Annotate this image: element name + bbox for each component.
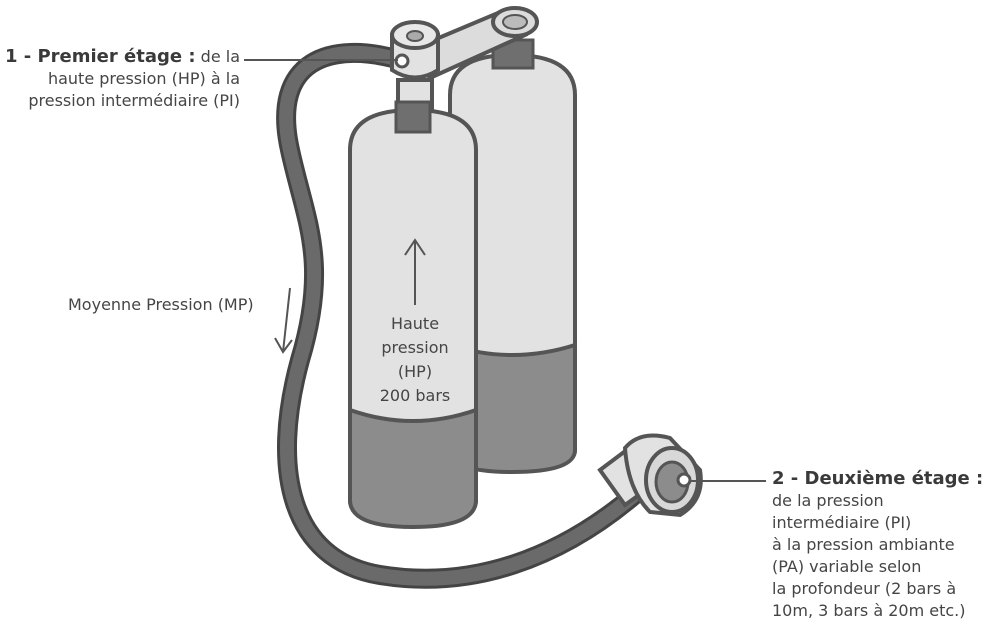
high-pressure-line3: (HP) — [397, 362, 433, 381]
second-stage-line6: 10m, 3 bars à 20m etc.) — [772, 601, 966, 620]
high-pressure-line4: 200 bars — [379, 386, 451, 405]
front-tank — [348, 100, 478, 530]
second-stage-line5: la profondeur (2 bars à — [772, 579, 957, 598]
high-pressure-line1: Haute — [390, 314, 440, 333]
second-stage-line4: (PA) variable selon — [772, 557, 922, 576]
high-pressure-line2: pression — [381, 338, 449, 357]
second-stage-line3: à la pression ambiante — [772, 535, 955, 554]
first-stage-line3: pression intermédiaire (PI) — [28, 91, 240, 110]
second-stage-label: 2 - Deuxième étage : de la pression inte… — [772, 468, 984, 622]
second-stage-title: 2 - Deuxième étage : — [772, 468, 984, 489]
second-stage-line1: de la pression — [772, 491, 884, 510]
up-arrow-icon — [404, 238, 426, 305]
first-stage-line2: haute pression (HP) à la — [47, 69, 240, 88]
first-stage-line1: de la — [200, 47, 240, 66]
first-stage-regulator — [390, 6, 539, 112]
first-stage-title: 1 - Premier étage : — [4, 46, 196, 67]
high-pressure-label: Haute pression (HP) 200 bars — [352, 312, 478, 408]
second-stage-line2: intermédiaire (PI) — [772, 513, 912, 532]
mid-pressure-label: Moyenne Pression (MP) — [68, 295, 254, 314]
first-stage-label: 1 - Premier étage : de la haute pression… — [0, 46, 240, 112]
down-arrow-icon — [274, 287, 293, 354]
second-stage-regulator — [597, 433, 703, 518]
